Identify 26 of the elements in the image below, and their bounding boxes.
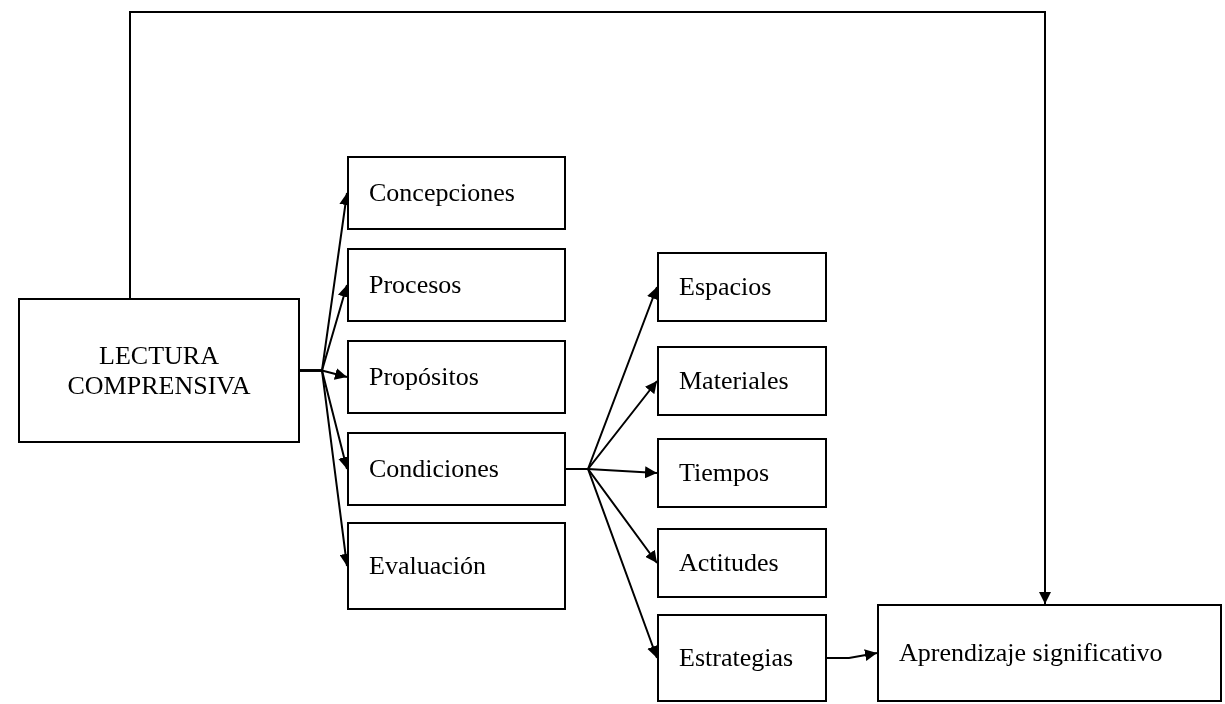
box-label: Materiales	[679, 366, 789, 396]
concept-box	[657, 346, 827, 416]
concept-box	[347, 248, 566, 322]
arrow	[826, 649, 878, 661]
box-label: Espacios	[679, 272, 772, 302]
concept-box	[347, 156, 566, 230]
concept-box	[877, 604, 1222, 702]
box-label: Condiciones	[369, 454, 499, 484]
box-label: Estrategias	[679, 643, 794, 673]
box-label: Evaluación	[369, 551, 486, 581]
box-label: Concepciones	[369, 178, 515, 208]
box-label: Procesos	[369, 270, 462, 300]
box-label: Aprendizaje significativo	[899, 638, 1163, 668]
concept-box	[657, 614, 827, 702]
concept-box	[347, 432, 566, 506]
concept-box	[657, 252, 827, 322]
concept-box	[657, 438, 827, 508]
box-label: Tiempos	[679, 458, 770, 488]
concept-box	[347, 522, 566, 610]
arrow	[129, 11, 1051, 605]
box-label: Propósitos	[369, 362, 479, 392]
concept-box	[347, 340, 566, 414]
concept-box	[657, 528, 827, 598]
box-label: LECTURA COMPRENSIVA	[66, 340, 252, 401]
concept-box	[18, 298, 300, 443]
box-label: Actitudes	[679, 548, 779, 578]
